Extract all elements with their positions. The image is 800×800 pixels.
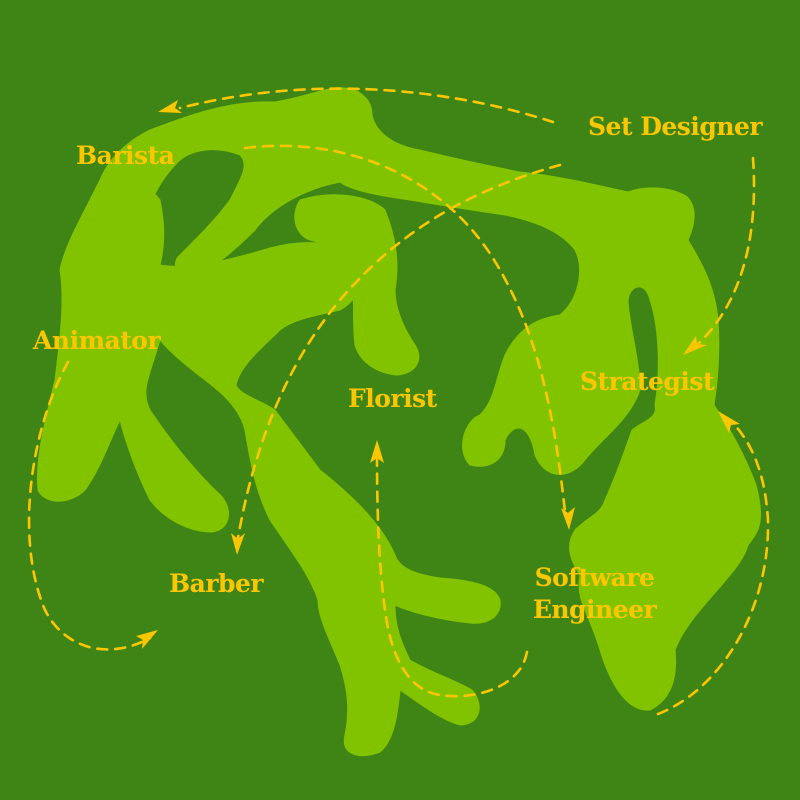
label-software-engineer-line1: Software	[534, 563, 655, 592]
arrow-set-designer-to-strategist	[695, 156, 756, 347]
label-barber: Barber	[169, 569, 264, 598]
arrow-animator-to-barber	[27, 360, 152, 651]
label-animator: Animator	[33, 326, 161, 355]
arrow-set-designer-to-barber	[236, 163, 562, 540]
label-strategist: Strategist	[580, 367, 715, 396]
label-barista: Barista	[76, 141, 175, 170]
label-set-designer: Set Designer	[588, 112, 763, 141]
center-arm-blob	[294, 194, 420, 376]
arrow-software-engineer-to-strategist	[656, 418, 770, 716]
arrowhead-software-engineer	[561, 507, 575, 530]
arrowhead-animator-loop	[136, 630, 158, 649]
label-florist: Florist	[348, 384, 437, 413]
arrow-barista-to-software-engineer	[243, 144, 567, 514]
left-figure-blob	[36, 177, 501, 757]
arrowhead-barista	[158, 100, 182, 113]
label-software-engineer: Software Engineer	[522, 562, 667, 626]
arrowhead-florist	[370, 440, 384, 463]
label-software-engineer-line2: Engineer	[532, 595, 657, 624]
arrow-set-designer-to-barista	[178, 87, 555, 124]
arrowhead-strategist-bottom	[718, 411, 740, 433]
arrowhead-strategist-top	[683, 336, 707, 355]
arrowhead-barber	[231, 533, 245, 555]
arrow-software-engineer-to-florist	[375, 453, 529, 698]
